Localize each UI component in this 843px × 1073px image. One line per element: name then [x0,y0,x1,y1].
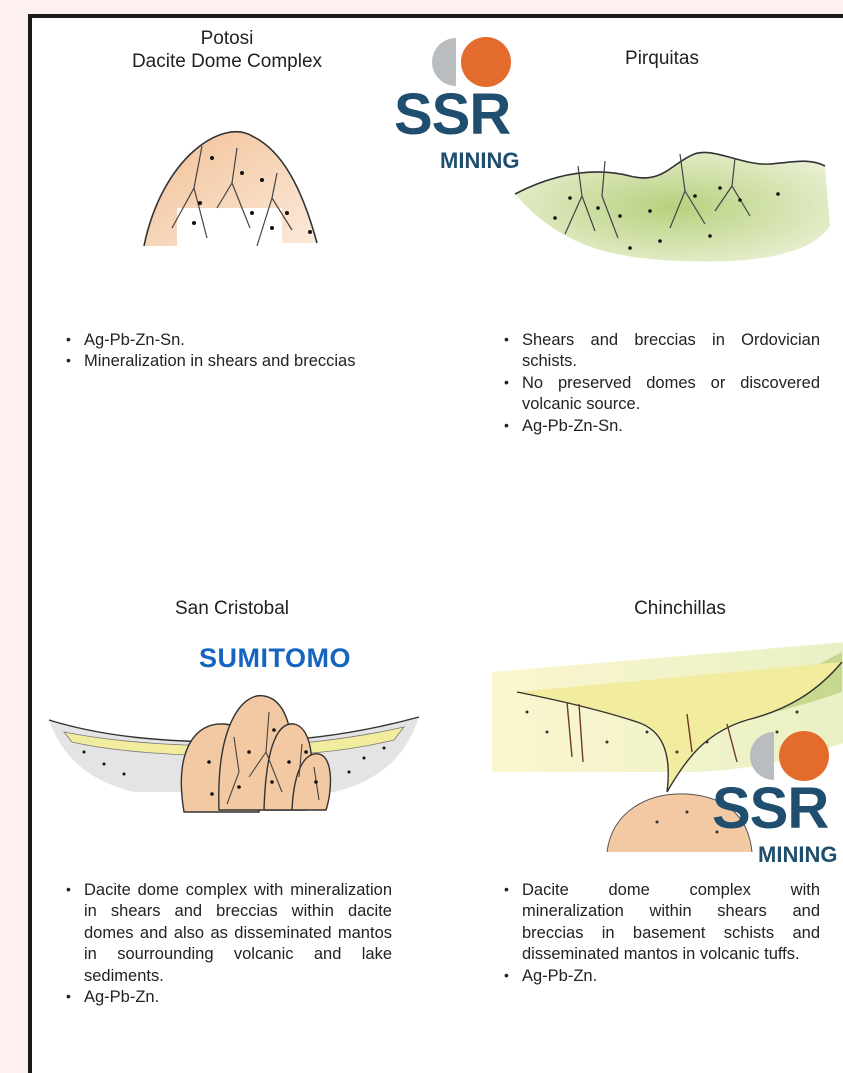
ssr-mining-logo-bottom: SSR MINING [712,726,843,874]
list-item: No preserved domes or discovered volcani… [500,373,820,416]
list-item: Dacite dome complex with mineralization … [62,880,392,987]
list-item: Dacite dome complex with mineralization … [500,880,820,966]
potosi-title: Potosi Dacite Dome Complex [82,28,372,74]
list-item: Ag-Pb-Zn-Sn. [62,330,392,351]
ssr-wordmark: SSR [394,86,510,144]
potosi-bullets: Ag-Pb-Zn-Sn. Mineralization in shears an… [62,330,392,373]
list-item: Shears and breccias in Ordovician schist… [500,330,820,373]
list-item: Ag-Pb-Zn. [62,987,392,1008]
pirquitas-schist-illustration [510,136,840,266]
chinchillas-title: Chinchillas [580,598,780,621]
pirquitas-title: Pirquitas [562,48,762,71]
list-item: Ag-Pb-Zn. [500,966,820,987]
potosi-dome-illustration [132,118,332,268]
diagram-frame: Potosi Dacite Dome Complex Ag-Pb-Zn-Sn. … [28,14,843,1073]
ssr-wordmark: SSR [712,780,828,838]
san-cristobal-dome-illustration [44,682,424,822]
san-cristobal-title: San Cristobal [132,598,332,621]
mining-wordmark: MINING [440,150,519,172]
list-item: Mineralization in shears and breccias [62,351,392,372]
list-item: Ag-Pb-Zn-Sn. [500,416,820,437]
san-cristobal-bullets: Dacite dome complex with mineralization … [62,880,392,1009]
sumitomo-logo: SUMITOMO [199,643,351,674]
potosi-title-line2: Dacite Dome Complex [82,51,372,74]
pirquitas-bullets: Shears and breccias in Ordovician schist… [500,330,820,437]
ssr-mining-logo: SSR MINING [394,32,526,180]
mining-wordmark: MINING [758,844,837,866]
chinchillas-bullets: Dacite dome complex with mineralization … [500,880,820,987]
potosi-title-line1: Potosi [82,28,372,51]
